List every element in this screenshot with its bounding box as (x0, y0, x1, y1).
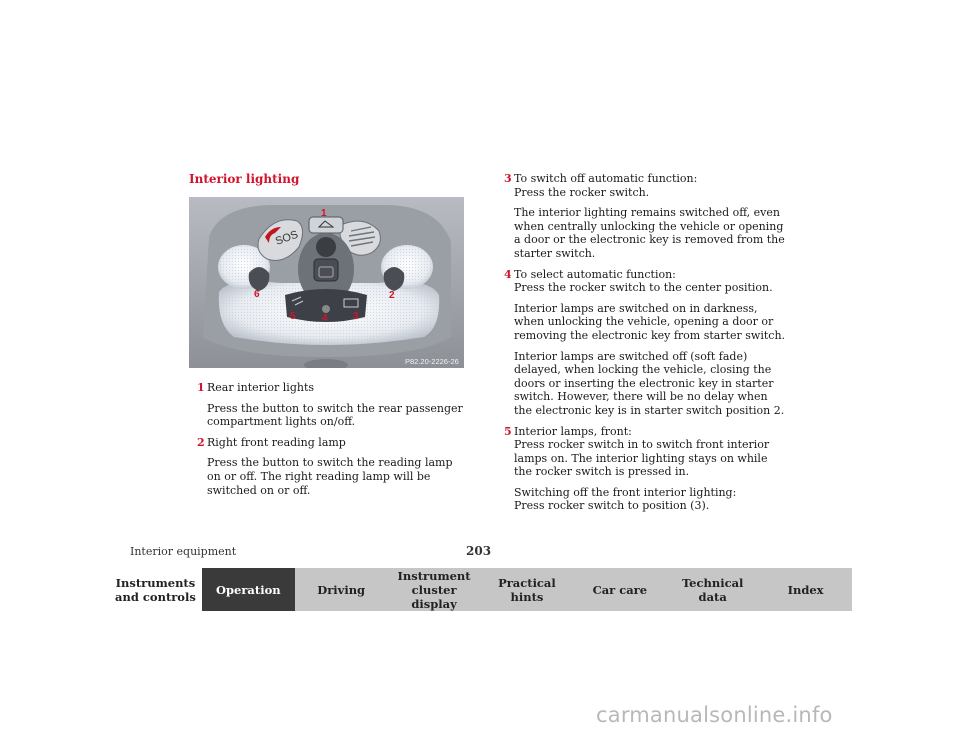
item-number: 1 (197, 381, 205, 394)
item-description: Press the button to switch the reading l… (207, 456, 453, 497)
item-number: 3 (504, 172, 512, 185)
tab-operation[interactable]: Operation (201, 568, 295, 611)
item-title: To switch off automatic function: (514, 172, 698, 185)
overhead-control-panel-figure: SOS 1 2 3 4 5 6 P82.20-2226-26 (189, 197, 464, 371)
item-instruction: Press rocker switch in to switch front i… (514, 438, 770, 479)
item-2: 2 Right front reading lamp Press the but… (189, 436, 469, 497)
item-number: 4 (504, 267, 512, 281)
tab-instrument-cluster-display[interactable]: Instrument cluster display (387, 568, 481, 611)
callout-4: 4 (322, 313, 328, 324)
callout-1: 1 (321, 208, 327, 219)
callout-2: 2 (389, 290, 395, 301)
tab-instruments-and-controls[interactable]: Instruments and controls (109, 568, 202, 611)
figure-code: P82.20-2226-26 (405, 357, 459, 366)
item-3: 3 To switch off automatic function:Press… (496, 172, 786, 261)
right-column: 3 To switch off automatic function:Press… (496, 172, 786, 520)
tab-technical-data[interactable]: Technical data (666, 568, 760, 611)
tab-driving[interactable]: Driving (294, 568, 388, 611)
tab-car-care[interactable]: Car care (573, 568, 667, 611)
item-4: 4 To select automatic function:Press the… (496, 268, 786, 418)
callout-5: 5 (290, 311, 296, 322)
item-title: Right front reading lamp (207, 435, 346, 449)
callout-6: 6 (254, 289, 260, 300)
chapter-nav: Instruments and controls Operation Drivi… (109, 568, 852, 611)
page-number: 203 (466, 544, 492, 558)
item-1: 1 Rear interior lights Press the button … (189, 381, 469, 429)
item-description: Press the button to switch the rear pass… (207, 401, 463, 429)
item-paragraph: Interior lamps are switched on in darkne… (514, 301, 786, 342)
item-title: Rear interior lights (207, 381, 315, 394)
footer-section-title: Interior equipment (130, 545, 237, 558)
item-5: 5 Interior lamps, front:Press rocker swi… (496, 425, 786, 514)
item-title: To select automatic function: (514, 267, 676, 281)
item-title: Interior lamps, front: (514, 424, 632, 438)
tab-index[interactable]: Index (759, 568, 852, 611)
item-number: 2 (197, 435, 205, 449)
item-instruction: Press the rocker switch to the center po… (514, 281, 773, 295)
callout-3: 3 (353, 311, 359, 322)
item-paragraph: Interior lamps are switched off (soft fa… (514, 349, 785, 417)
overhead-console-illustration: SOS 1 2 3 4 5 6 P82.20-2226-26 (189, 197, 464, 371)
left-column: 1 Rear interior lights Press the button … (189, 381, 469, 504)
item-instruction: Press the rocker switch. (514, 185, 650, 199)
section-heading: Interior lighting (189, 172, 300, 186)
item-number: 5 (504, 424, 512, 438)
tab-practical-hints[interactable]: Practical hints (480, 568, 574, 611)
watermark: carmanualsonline.info (596, 703, 833, 727)
item-paragraph: The interior lighting remains switched o… (514, 206, 785, 260)
item-paragraph: Switching off the front interior lightin… (514, 485, 737, 513)
